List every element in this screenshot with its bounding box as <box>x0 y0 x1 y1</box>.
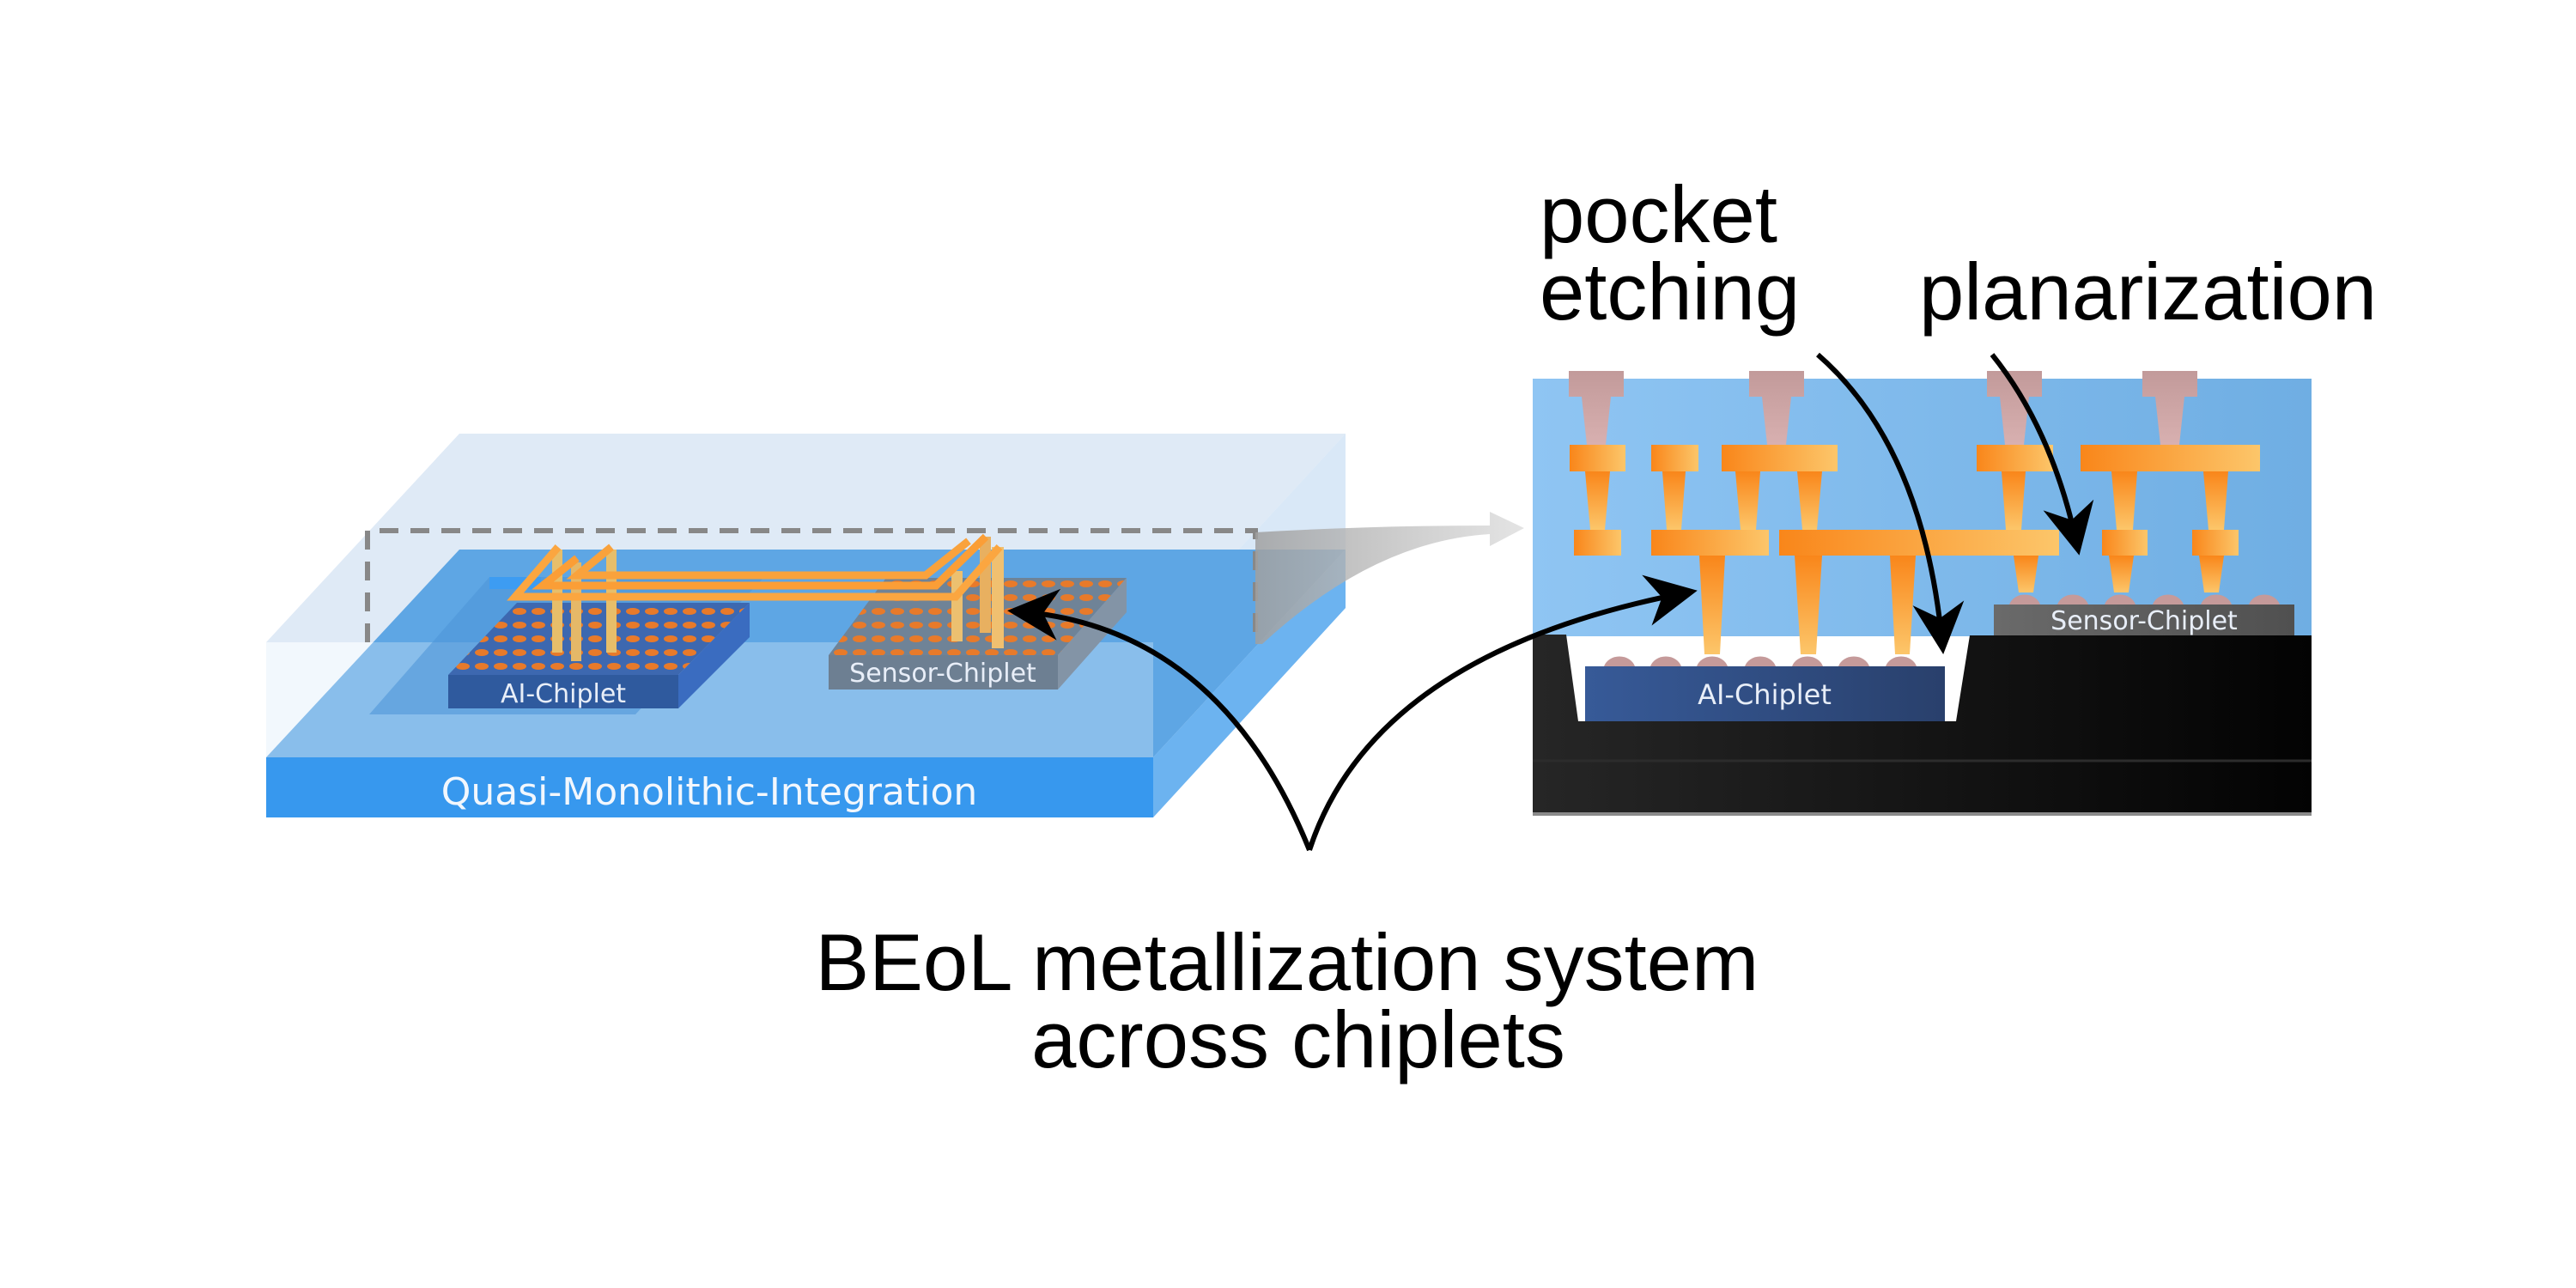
zoom-arrow <box>1255 512 1524 644</box>
interconnect-wires <box>507 533 1004 661</box>
metal-layer-1 <box>1570 445 2260 471</box>
qmi-3d-view: Quasi-Monolithic-Integration AI-Chiplet … <box>266 434 1346 817</box>
substrate-front <box>266 757 1153 817</box>
beol-label-line-2: across chiplets <box>1031 994 1565 1084</box>
substrate-side <box>1153 550 1346 817</box>
silicon-carrier <box>1533 635 2312 814</box>
ai-chiplet-section <box>1585 666 1945 721</box>
pocket-etching-line-2: etching <box>1540 246 1800 337</box>
ai-chiplet-label-3d: AI-Chiplet <box>501 679 626 709</box>
metal-layer-2 <box>1574 530 2239 556</box>
pocket-etching-line-1: pocket <box>1540 169 1777 259</box>
beol-label: BEoL metallization system across chiplet… <box>816 917 1782 1084</box>
top-pads <box>1569 371 2197 445</box>
vias-upper <box>1585 471 2228 530</box>
dielectric-layer <box>1533 379 2312 636</box>
planarization-arrow <box>1990 353 2094 556</box>
beol-arrow-right <box>1307 574 1698 851</box>
sensor-chiplet-label-section: Sensor-Chiplet <box>2050 606 2238 636</box>
pocket-etching-arrow <box>1816 352 1965 654</box>
beol-arrow-left <box>1007 588 1312 852</box>
sensor-chiplet-bumps <box>2009 594 2280 605</box>
vias-lower <box>1699 556 2224 654</box>
substrate-label: Quasi-Monolithic-Integration <box>441 770 978 814</box>
cross-section-view: AI-Chiplet Sensor-Chiplet <box>1533 371 2312 816</box>
ai-chiplet-bumps <box>1604 656 1917 666</box>
ai-chiplet-3d: AI-Chiplet <box>448 603 750 709</box>
annotation-arrows <box>1007 352 2094 852</box>
ai-chiplet-label-section: AI-Chiplet <box>1698 678 1832 711</box>
pocket-etching-label: pocket etching <box>1540 169 1800 337</box>
beol-label-line-1: BEoL metallization system <box>816 917 1759 1007</box>
sensor-chiplet-label-3d: Sensor-Chiplet <box>849 659 1036 689</box>
sensor-chiplet-section <box>1994 605 2294 635</box>
planarization-label: planarization <box>1919 246 2377 337</box>
